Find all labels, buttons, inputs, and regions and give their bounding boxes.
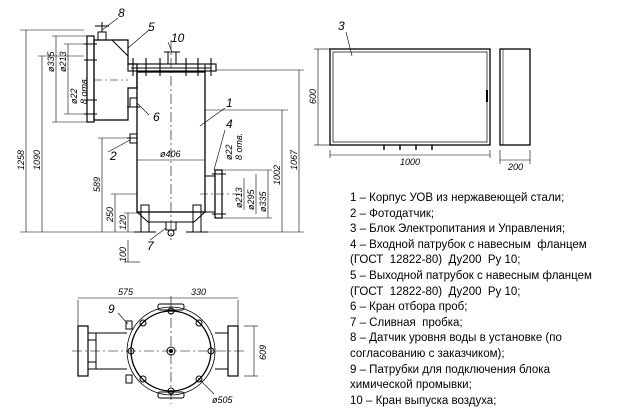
dim-330: 330 [191,287,206,297]
callout-9: 9 [108,302,115,316]
callout-7: 7 [147,239,155,253]
dim-1067: 1067 [289,149,299,170]
callout-4: 4 [226,117,233,131]
dim-120: 120 [118,215,128,230]
callout-3: 3 [338,19,345,33]
legend-item: 6 – Кран отбора проб; [350,301,468,314]
dim-holes: 8 отв. [79,77,89,104]
dim-d335-right: ø335 [258,190,268,212]
legend-item: 10 – Кран выпуска воздуха; [350,394,497,407]
dim-1090: 1090 [32,150,42,170]
dim-100: 100 [118,247,128,262]
front-view [20,17,304,263]
dim-cabinet-depth: 200 [507,162,523,172]
dim-d22: ø22 [69,88,79,104]
legend-item: согласованию с заказчиком); [350,347,505,360]
dim-d213: ø213 [58,51,68,72]
legend-item: 4 – Входной патрубок с навесным фланцем [350,238,587,251]
control-cabinet-view [314,31,531,164]
dim-d295: ø295 [246,188,256,210]
dim-cabinet-width: 1000 [400,157,420,167]
dim-589: 589 [92,177,102,192]
dim-d505: ø505 [212,395,234,405]
legend-item: 2 – Фотодатчик; [350,207,435,220]
dim-250: 250 [105,207,115,223]
dim-575: 575 [118,287,134,297]
legend-item: (ГОСТ 12822-80) Ду200 Ру 10; [350,285,521,298]
dim-holes-right: 8 отв. [234,133,244,160]
legend-item: 7 – Сливная пробка; [350,316,463,329]
legend-item: химической промывки; [350,379,472,392]
legend-item: 9 – Патрубки для подключения блока [350,363,550,376]
dim-d335: ø335 [46,50,56,72]
legend: 1 – Корпус УОВ из нержавеющей стали; 2 –… [350,191,635,409]
legend-item: 5 – Выходной патрубок с навесным фланцем [350,269,592,282]
dim-d406: ø406 [160,149,181,159]
callout-10: 10 [171,31,185,45]
legend-item: (ГОСТ 12822-80) Ду200 Ру 10; [350,254,521,267]
dim-cabinet-height: 600 [308,89,318,104]
dim-609: 609 [258,345,268,360]
callout-2: 2 [109,149,117,163]
dim-1002: 1002 [272,165,282,185]
dim-d213-right: ø213 [234,187,244,208]
dim-d22-right: ø22 [224,144,234,160]
legend-item: 1 – Корпус УОВ из нержавеющей стали; [350,192,565,204]
callout-1: 1 [226,96,233,110]
plan-view [72,296,258,404]
dim-1258: 1258 [16,150,26,170]
callout-8: 8 [118,6,125,20]
legend-item: 3 – Блок Электропитания и Управления; [350,223,566,236]
legend-item: 8 – Датчик уровня воды в установке (по [350,332,562,345]
callout-5: 5 [148,20,155,34]
callout-6: 6 [153,110,160,124]
